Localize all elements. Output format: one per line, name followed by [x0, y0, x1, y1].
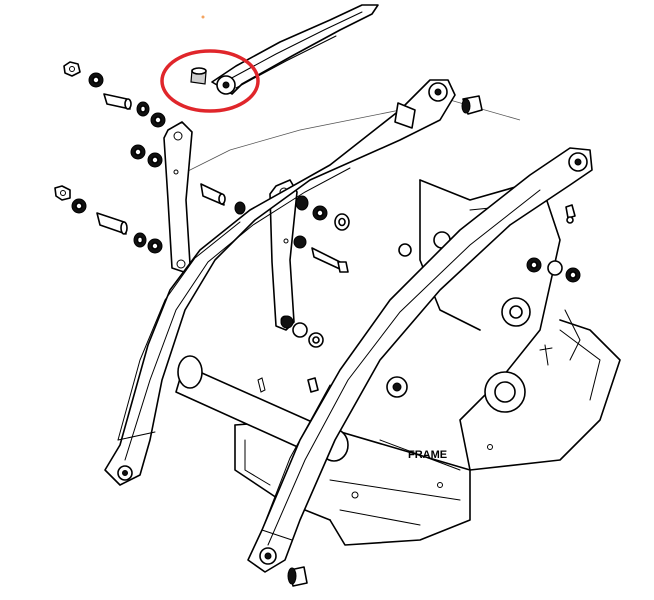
frame-label: FRAME [408, 449, 447, 461]
boom-bushing-top [461, 95, 483, 115]
stray-mark [201, 15, 205, 19]
center-hardware [280, 195, 350, 348]
lift-link [211, 4, 379, 95]
left-hardware [54, 61, 246, 254]
boom-arm-right [247, 147, 593, 573]
right-arm-hardware [526, 204, 581, 283]
boom-bushing-bottom [287, 566, 308, 587]
boom-arm-left [104, 79, 456, 486]
highlight-circle [160, 49, 260, 113]
bushing-highlighted [190, 67, 207, 85]
